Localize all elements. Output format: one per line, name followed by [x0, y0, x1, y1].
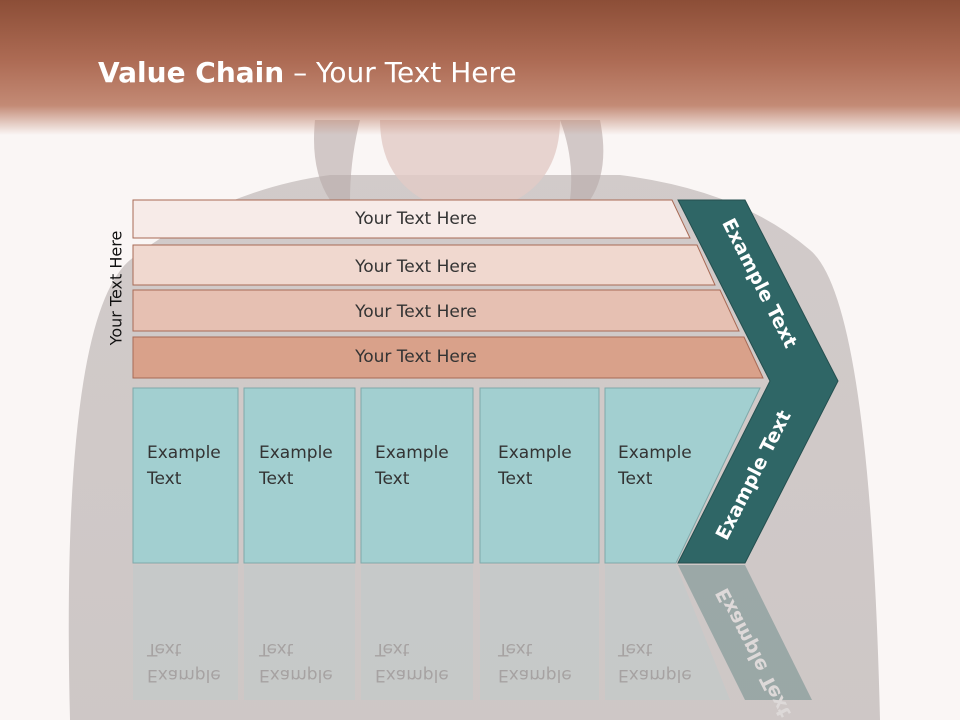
- row-2[interactable]: Your Text Here: [132, 244, 716, 286]
- row-3-label: Your Text Here: [354, 302, 477, 322]
- reflection-box-3-line2: Text: [374, 639, 410, 659]
- box-4-line2: Text: [497, 469, 533, 489]
- chevron-shape: [677, 199, 839, 564]
- row-1[interactable]: Your Text Here: [132, 199, 691, 239]
- box-1[interactable]: Example Text: [132, 387, 239, 564]
- row-2-shape: [132, 244, 716, 286]
- reflection-box-3-line1: Example: [375, 665, 449, 685]
- reflection-box-1-line1: Example: [147, 665, 221, 685]
- reflection: Example Text Example Text Example Text E…: [133, 565, 812, 720]
- reflection-box-5: [605, 565, 730, 700]
- box-4-line1: Example: [498, 443, 572, 463]
- row-4-shape: [132, 336, 764, 379]
- row-2-label: Your Text Here: [354, 257, 477, 277]
- reflection-box-2: [244, 565, 355, 700]
- reflection-chevron: [678, 565, 812, 700]
- box-5-line1: Example: [618, 443, 692, 463]
- reflection-box-4-line1: Example: [498, 665, 572, 685]
- reflection-box-1-line2: Text: [146, 639, 182, 659]
- box-3-shape: [360, 387, 474, 564]
- box-3-line1: Example: [375, 443, 449, 463]
- page-title: Value Chain – Your Text Here: [98, 56, 517, 89]
- row-4-label: Your Text Here: [354, 347, 477, 367]
- chevron-arrow[interactable]: Example Text Example Text: [677, 199, 839, 564]
- reflection-box-2-line2: Text: [258, 639, 294, 659]
- title-bold: Value Chain: [98, 56, 285, 89]
- box-3-line2: Text: [374, 469, 410, 489]
- reflection-box-5-line1: Example: [618, 665, 692, 685]
- box-5-line2: Text: [617, 469, 653, 489]
- box-2[interactable]: Example Text: [243, 387, 356, 564]
- box-3[interactable]: Example Text: [360, 387, 474, 564]
- box-2-line1: Example: [259, 443, 333, 463]
- box-1-line1: Example: [147, 443, 221, 463]
- row-4[interactable]: Your Text Here: [132, 336, 764, 379]
- box-4-shape: [479, 387, 600, 564]
- row-3[interactable]: Your Text Here: [132, 289, 740, 332]
- row-1-label: Your Text Here: [354, 209, 477, 229]
- row-3-shape: [132, 289, 740, 332]
- reflection-box-4-line2: Text: [497, 639, 533, 659]
- reflection-box-1: [133, 565, 238, 700]
- reflection-box-2-line1: Example: [259, 665, 333, 685]
- title-rest: – Your Text Here: [284, 56, 517, 89]
- box-1-shape: [132, 387, 239, 564]
- side-axis-label: Your Text Here: [106, 230, 126, 346]
- box-5[interactable]: Example Text: [604, 387, 761, 564]
- box-2-shape: [243, 387, 356, 564]
- box-5-shape: [604, 387, 761, 564]
- reflection-box-3: [361, 565, 473, 700]
- reflection-box-5-line2: Text: [617, 639, 653, 659]
- box-2-line2: Text: [258, 469, 294, 489]
- title-bar: [0, 0, 960, 135]
- row-1-shape: [132, 199, 691, 239]
- box-1-line2: Text: [146, 469, 182, 489]
- box-4[interactable]: Example Text: [479, 387, 600, 564]
- reflection-box-4: [480, 565, 599, 700]
